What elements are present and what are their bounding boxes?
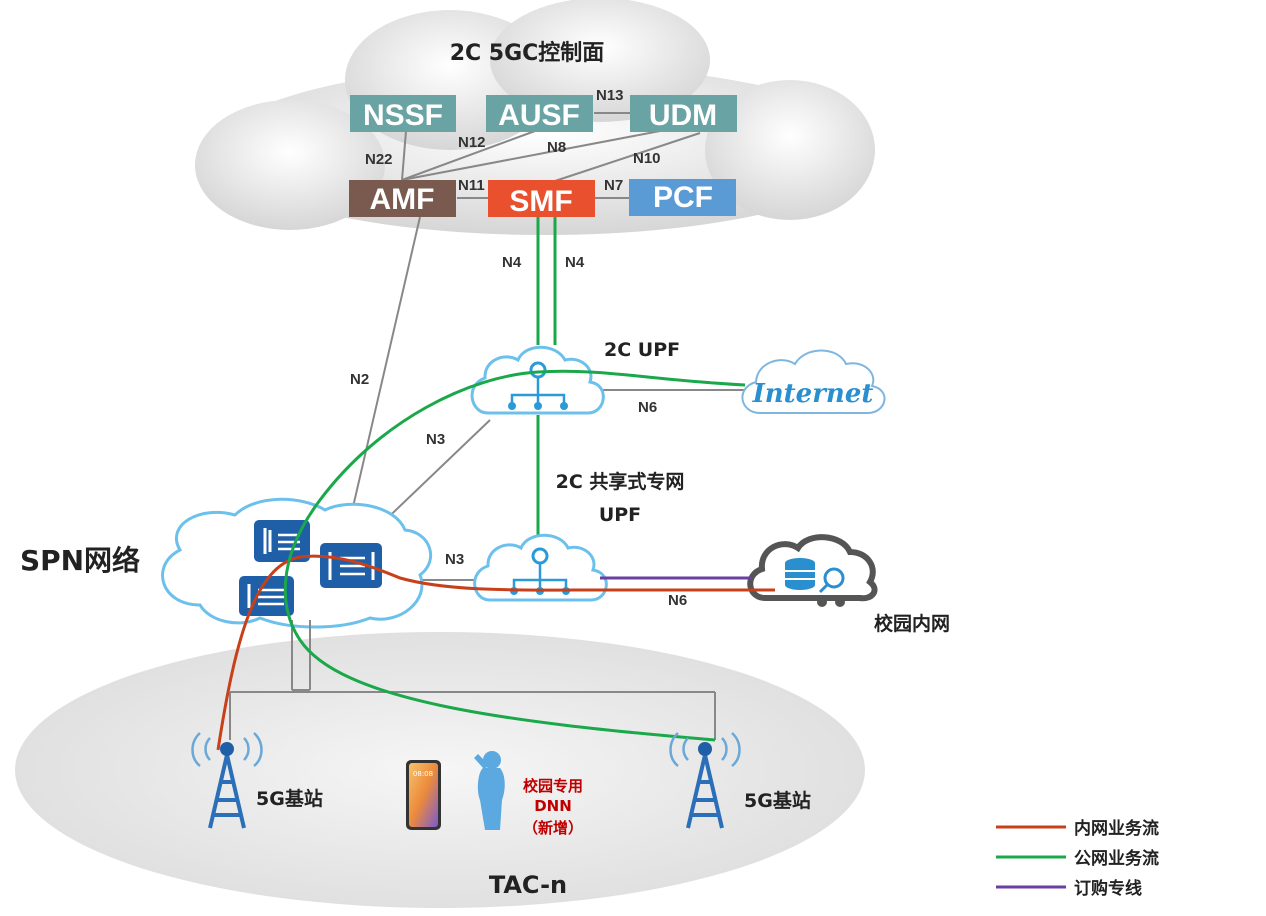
- svg-text:08:08: 08:08: [413, 770, 433, 778]
- spn-cloud: [161, 497, 433, 629]
- svg-text:UDM: UDM: [649, 99, 717, 132]
- amf-box: AMF: [349, 180, 456, 217]
- svg-text:AUSF: AUSF: [498, 99, 580, 132]
- legend-label-inner: 内网业务流: [1074, 818, 1159, 839]
- label-n3-upper: N3: [426, 431, 445, 448]
- tac-label: TAC-n: [489, 871, 567, 899]
- public-flow-path: [283, 369, 746, 742]
- base-station-left-icon: [191, 732, 263, 829]
- svg-text:Internet: Internet: [752, 379, 874, 409]
- label-n4-left: N4: [502, 254, 522, 271]
- label-n10: N10: [633, 150, 661, 167]
- label-n22: N22: [365, 151, 393, 168]
- backhaul-lines: [229, 620, 716, 740]
- label-n11: N11: [458, 177, 485, 194]
- svg-text:NSSF: NSSF: [363, 99, 443, 132]
- label-n13: N13: [596, 87, 624, 104]
- svg-text:PCF: PCF: [653, 181, 713, 214]
- spn-router-2: [320, 543, 382, 588]
- label-n6-lower: N6: [668, 592, 687, 609]
- ausf-box: AUSF: [486, 95, 593, 132]
- upf-shared-label-line2: UPF: [599, 504, 641, 526]
- label-n12: N12: [458, 134, 486, 151]
- svg-text:AMF: AMF: [370, 183, 435, 216]
- label-n3-lower: N3: [445, 551, 464, 568]
- phone-icon: 08:08: [406, 760, 441, 830]
- upf-shared-label-line1: 2C 共享式专网: [556, 470, 685, 493]
- legend-label-leased: 订购专线: [1074, 878, 1142, 899]
- label-n7: N7: [604, 177, 623, 194]
- upf-public-label: 2C UPF: [604, 339, 680, 361]
- label-n6-upper: N6: [638, 399, 657, 416]
- dnn-line1: 校园专用: [523, 777, 583, 795]
- campus-intranet-icon: [747, 534, 878, 607]
- upf-public-icon: [470, 345, 605, 415]
- base-station-right-icon: [669, 732, 741, 829]
- internet-cloud: Internet: [741, 349, 886, 414]
- upf-shared-icon: [473, 533, 608, 602]
- base-station-left-label: 5G基站: [256, 787, 323, 810]
- spn-label: SPN网络: [20, 544, 140, 577]
- smf-box: SMF: [488, 180, 595, 218]
- control-plane-title: 2C 5GC控制面: [450, 40, 605, 66]
- control-links: [349, 112, 745, 581]
- label-n8: N8: [547, 139, 566, 156]
- label-n4-right: N4: [565, 254, 585, 271]
- n4-lines: [536, 217, 557, 540]
- svg-text:SMF: SMF: [509, 185, 572, 218]
- user-icon: [474, 751, 505, 830]
- nssf-box: NSSF: [350, 95, 456, 132]
- label-n2: N2: [350, 371, 369, 388]
- udm-box: UDM: [630, 95, 737, 132]
- base-station-right-label: 5G基站: [744, 789, 811, 812]
- inner-flow-path: [216, 554, 775, 751]
- campus-intranet-label: 校园内网: [874, 612, 950, 635]
- legend-label-public: 公网业务流: [1074, 848, 1159, 869]
- dnn-line2: DNN: [534, 797, 572, 815]
- legend: 内网业务流 公网业务流 订购专线: [996, 818, 1159, 899]
- pcf-box: PCF: [629, 179, 736, 216]
- dnn-line3: （新增）: [523, 819, 583, 837]
